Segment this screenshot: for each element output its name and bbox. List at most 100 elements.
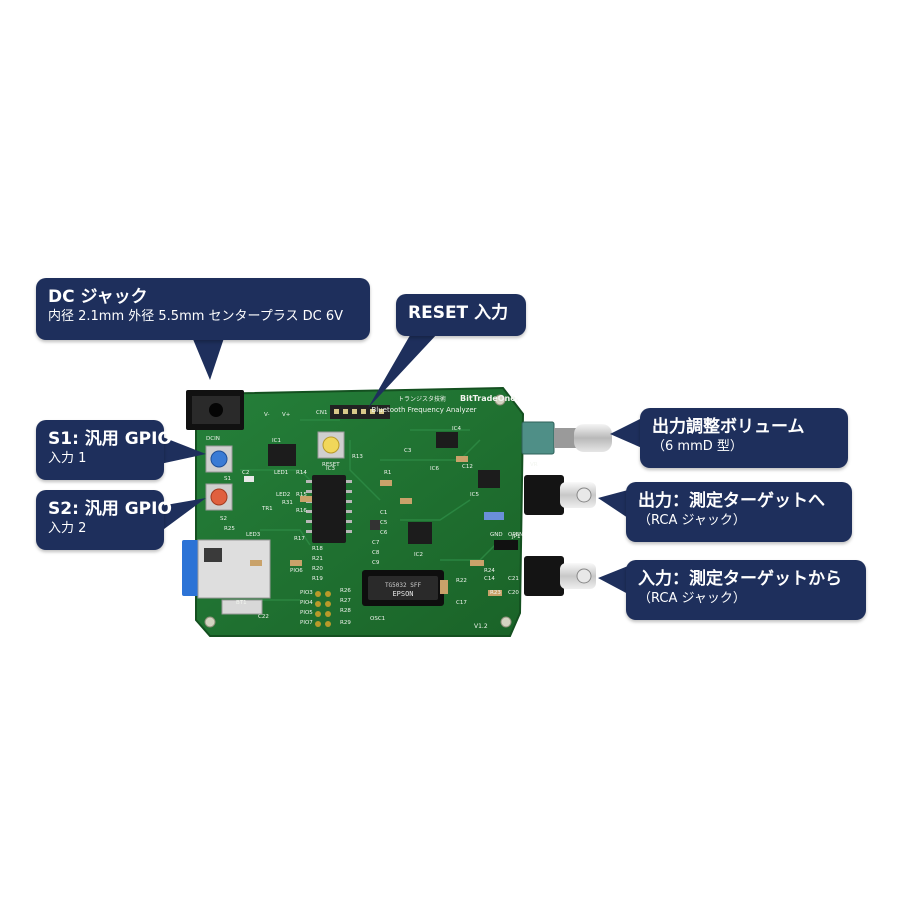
silk-label-reset: RESET: [322, 462, 340, 468]
crystal-oscillator: TG5032 SFF EPSON: [362, 570, 444, 606]
board-brand: BitTradeOne.: [460, 394, 519, 403]
jp1-jumper[interactable]: [494, 540, 518, 550]
volume-knob[interactable]: [521, 421, 612, 455]
callout-s2-detail: 入力 2: [48, 521, 87, 536]
silk-label-r31: R31: [282, 500, 293, 506]
silk-label-r16: R16: [296, 508, 307, 514]
callout-input-title: 入力：測定ターゲットから: [638, 569, 842, 589]
cn1-header: [330, 405, 390, 419]
silk-label-pio6: PIO6: [290, 568, 303, 574]
silk-label-c8: C8: [372, 550, 380, 556]
callout-dc-jack-detail: 内径 2.1mm 外径 5.5mm センタープラス DC 6V: [48, 309, 344, 324]
bt1: [221, 599, 263, 615]
silk-label-r25: R25: [224, 526, 235, 532]
rca-output-jack[interactable]: [524, 475, 596, 515]
silk-label-r18: R18: [312, 546, 323, 552]
silk-label-jp1: JP1: [511, 534, 520, 540]
silk-label-r23: R23: [490, 590, 501, 596]
silk-label-c14: C14: [484, 576, 495, 582]
callout-volume-detail: （6 mmD 型）: [652, 439, 743, 454]
callout-s2: S2: 汎用 GPIO 入力 2: [36, 490, 172, 550]
bluetooth-module: [182, 539, 271, 599]
silk-label-v-: V-: [264, 412, 269, 418]
silk-label-r14: R14: [296, 470, 307, 476]
ic2: [408, 522, 432, 544]
board-product: Bluetooth Frequency Analyzer: [371, 406, 476, 414]
silk-label-c9: C9: [372, 560, 380, 566]
callout-output: 出力：測定ターゲットへ （RCA ジャック）: [626, 482, 852, 542]
silk-label-c21: C21: [508, 576, 519, 582]
ic5: [478, 470, 500, 488]
callout-output-title: 出力：測定ターゲットへ: [638, 491, 825, 511]
silk-label-dcin: DCIN: [206, 436, 220, 442]
silk-label-ic4: IC4: [452, 426, 461, 432]
silk-label-r29: R29: [340, 620, 351, 626]
main-ic: [306, 475, 352, 543]
silk-label-r1: R1: [384, 470, 391, 476]
board-brand-jp: トランジスタ技術: [398, 395, 446, 403]
callout-pointers: [160, 318, 642, 594]
ic1-regulator: [268, 444, 296, 466]
silk-label-r22: R22: [456, 578, 467, 584]
pcb-board: [195, 386, 525, 637]
silk-label-c3: C3: [404, 448, 412, 454]
silk-label-r21: R21: [312, 556, 323, 562]
silk-label-osc1: OSC1: [370, 616, 385, 622]
silk-label-s2: S2: [220, 516, 227, 522]
silk-label-r28: R28: [340, 608, 351, 614]
callout-input-detail: （RCA ジャック）: [638, 591, 746, 606]
callout-volume-title: 出力調整ボリューム: [652, 417, 805, 437]
callout-output-detail: （RCA ジャック）: [638, 513, 746, 528]
silk-label-c5: C5: [380, 520, 388, 526]
callout-s2-title: S2: 汎用 GPIO: [48, 499, 172, 519]
callout-s1-detail: 入力 1: [48, 451, 87, 466]
silk-label-c7: C7: [372, 540, 380, 546]
silk-label-led2: LED2: [276, 492, 290, 498]
silk-label-pio5: PIO5: [300, 610, 313, 616]
silk-label-c20: C20: [508, 590, 519, 596]
silk-label-bt1: BT1: [236, 600, 247, 606]
silk-label-c1: C1: [380, 510, 387, 516]
rca-input-jack[interactable]: [524, 556, 596, 596]
crystal-brand: EPSON: [392, 590, 413, 598]
pio-headers: [315, 591, 331, 627]
silk-label-r17: R17: [294, 536, 305, 542]
silk-label-pio4: PIO4: [300, 600, 313, 606]
silk-label-gnd: GND: [490, 532, 503, 538]
passive-components: [244, 456, 504, 596]
silk-label-r24: R24: [484, 568, 495, 574]
silk-label-r13: R13: [352, 454, 363, 460]
silk-label-v-: V+: [282, 412, 291, 418]
silk-label-c17: C17: [456, 600, 467, 606]
silk-label-r15: R15: [296, 492, 307, 498]
silk-label-pio7: PIO7: [300, 620, 313, 626]
silk-label-vr: VR: [530, 462, 538, 468]
callout-dc-jack-title: DC ジャック: [48, 287, 148, 307]
silk-label-led3: LED3: [246, 532, 261, 538]
s2-button[interactable]: [205, 483, 233, 511]
silk-label-c12: C12: [462, 464, 473, 470]
silk-label-c6: C6: [380, 530, 388, 536]
silk-label-ic2: IC2: [414, 552, 423, 558]
silk-label-led1: LED1: [274, 470, 288, 476]
board-version: V1.2: [474, 623, 488, 630]
callout-s1: S1: 汎用 GPIO 入力 1: [36, 420, 172, 480]
reset-button[interactable]: [317, 431, 345, 459]
callout-dc-jack: DC ジャック 内径 2.1mm 外径 5.5mm センタープラス DC 6V: [36, 278, 370, 340]
silk-label-ic1: IC1: [272, 438, 281, 444]
silk-label-cn1: CN1: [316, 410, 327, 416]
silk-label-ic6: IC6: [430, 466, 439, 472]
callout-reset-title: RESET 入力: [408, 303, 509, 323]
silk-label-r19: R19: [312, 576, 323, 582]
s1-button[interactable]: [205, 445, 233, 473]
crystal-part: TG5032 SFF: [385, 582, 422, 589]
callout-reset: RESET 入力: [396, 294, 526, 336]
silk-labels: CN1DCINS1S2IC1IC2IC3IC4IC5IC6LED1LED2LED…: [206, 410, 538, 626]
silk-label-s1: S1: [224, 476, 231, 482]
dc-jack: [186, 390, 244, 430]
silk-label-c2: C2: [242, 470, 249, 476]
silk-label-r20: R20: [312, 566, 323, 572]
silk-label-ic3: IC3: [326, 466, 335, 472]
ic4: [436, 432, 458, 448]
